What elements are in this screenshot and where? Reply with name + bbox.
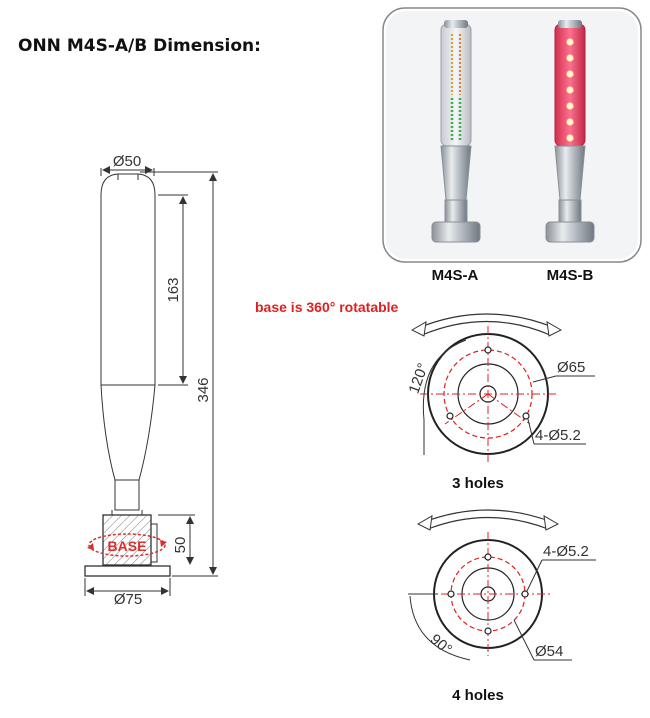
four-holes-caption: 4 holes [452,687,504,704]
base-height-label: 50 [172,537,189,554]
m4s-a-label: M4S-A [432,267,479,284]
rotation-note: base is 360° rotatable [255,299,399,315]
base-diameter-label: Ø75 [114,591,142,608]
top-diameter-label: Ø50 [113,153,141,170]
three-holes-view: 120° Ø65 4-Ø5.2 3 holes [405,313,595,492]
page-title: ONN M4S-A/B Dimension: [18,36,261,56]
three-holes-outer-diameter: Ø65 [557,359,585,376]
base-label: BASE [108,538,147,554]
total-height-label: 346 [195,377,212,402]
m4s-b-label: M4S-B [547,267,594,284]
three-holes-holes: 4-Ø5.2 [535,427,581,444]
body-height-label: 163 [165,277,182,302]
four-holes-holes: 4-Ø5.2 [543,543,589,560]
four-holes-view: 4-Ø5.2 Ø54 90° 4 holes [408,509,596,704]
four-holes-pitch-diameter: Ø54 [535,643,563,660]
three-holes-caption: 3 holes [452,475,504,492]
side-view: Ø50 BASE Ø75 163 [84,153,218,608]
m4s-b-lamp [545,20,595,243]
product-photo [382,7,642,263]
m4s-a-lamp [431,20,481,243]
